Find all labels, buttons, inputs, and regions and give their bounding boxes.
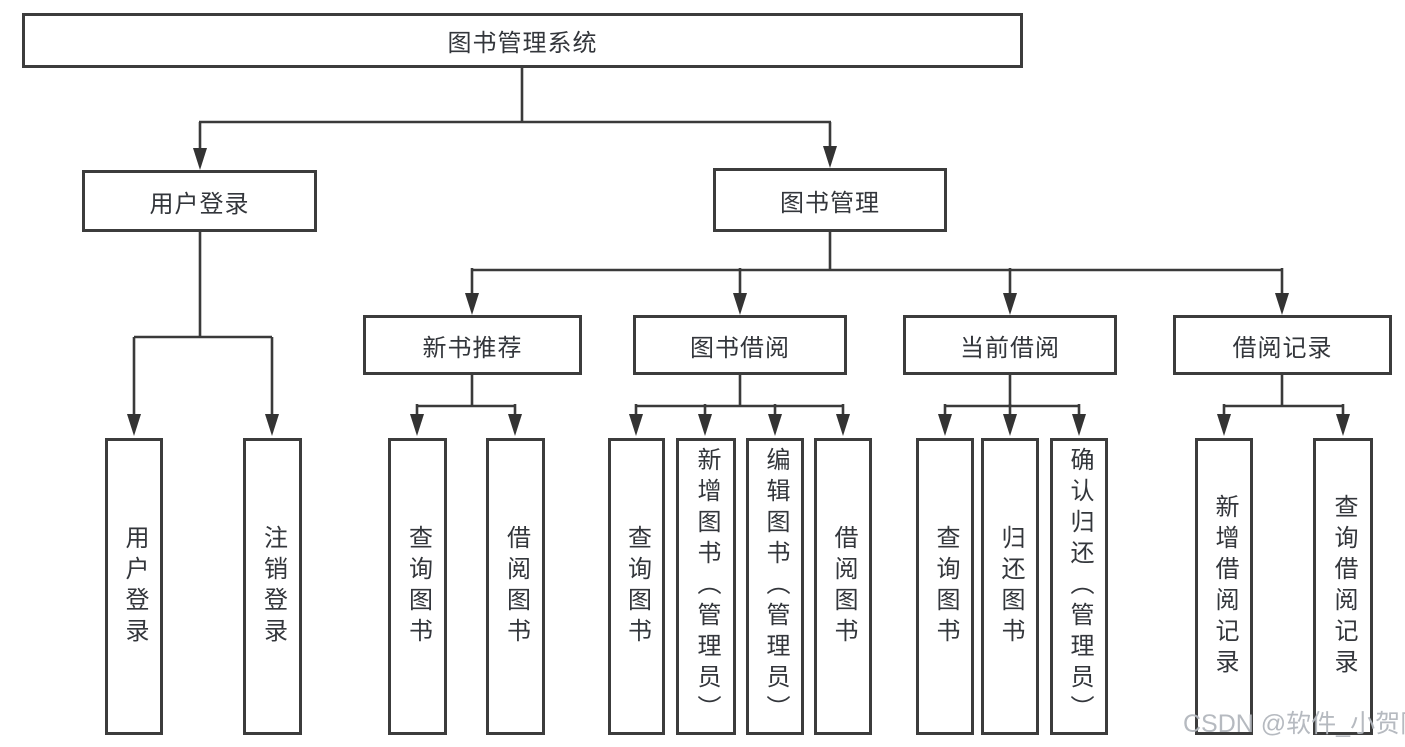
- node-book-management-label: 图书管理: [780, 189, 880, 217]
- leaf-borrow-query-books-label: 查询图书: [623, 524, 651, 649]
- leaf-current-confirm-return-admin: 确认归还（管理员）: [1050, 438, 1108, 735]
- leaf-records-add-record-label: 新增借阅记录: [1211, 493, 1238, 680]
- csdn-watermark: CSDN @软件_小贺同学: [1183, 710, 1405, 738]
- leaf-user-login: 用户登录: [105, 438, 163, 735]
- node-borrow-records: 借阅记录: [1173, 315, 1392, 375]
- node-book-borrow-label: 图书借阅: [690, 334, 790, 362]
- node-new-book-recommend: 新书推荐: [363, 315, 582, 375]
- leaf-user-login-label: 用户登录: [121, 524, 148, 649]
- leaf-current-query-books: 查询图书: [916, 438, 974, 735]
- leaf-borrow-query-books: 查询图书: [608, 438, 665, 735]
- leaf-logout-label: 注销登录: [259, 524, 287, 649]
- node-new-book-recommend-label: 新书推荐: [422, 334, 523, 362]
- leaf-recommend-query-books: 查询图书: [388, 438, 447, 735]
- node-current-borrow-label: 当前借阅: [960, 334, 1060, 362]
- leaf-borrow-edit-books-admin: 编辑图书（管理员）: [746, 438, 804, 735]
- leaf-borrow-add-books-admin: 新增图书（管理员）: [676, 438, 736, 735]
- leaf-records-query-record: 查询借阅记录: [1313, 438, 1373, 735]
- leaf-records-add-record: 新增借阅记录: [1195, 438, 1253, 735]
- node-root-library-system: 图书管理系统: [22, 13, 1023, 68]
- leaf-current-query-books-label: 查询图书: [932, 524, 959, 649]
- leaf-recommend-borrow-books-label: 借阅图书: [502, 524, 530, 649]
- leaf-logout: 注销登录: [243, 438, 302, 735]
- leaf-borrow-borrow-books-label: 借阅图书: [830, 524, 857, 649]
- node-borrow-records-label: 借阅记录: [1232, 334, 1333, 362]
- leaf-borrow-borrow-books: 借阅图书: [814, 438, 872, 735]
- leaf-current-return-books-label: 归还图书: [997, 524, 1024, 649]
- node-root-label: 图书管理系统: [447, 30, 598, 57]
- node-user-login-label: 用户登录: [149, 190, 250, 218]
- leaf-recommend-borrow-books: 借阅图书: [486, 438, 545, 735]
- node-book-borrow: 图书借阅: [633, 315, 847, 375]
- leaf-borrow-edit-books-admin-label: 编辑图书（管理员）: [762, 447, 789, 726]
- node-current-borrow: 当前借阅: [903, 315, 1117, 375]
- leaf-current-confirm-return-admin-label: 确认归还（管理员）: [1066, 447, 1093, 726]
- node-book-management: 图书管理: [713, 168, 947, 232]
- leaf-recommend-query-books-label: 查询图书: [404, 524, 432, 649]
- leaf-borrow-add-books-admin-label: 新增图书（管理员）: [693, 447, 720, 726]
- leaf-current-return-books: 归还图书: [981, 438, 1039, 735]
- node-user-login: 用户登录: [82, 170, 317, 232]
- leaf-records-query-record-label: 查询借阅记录: [1330, 493, 1357, 680]
